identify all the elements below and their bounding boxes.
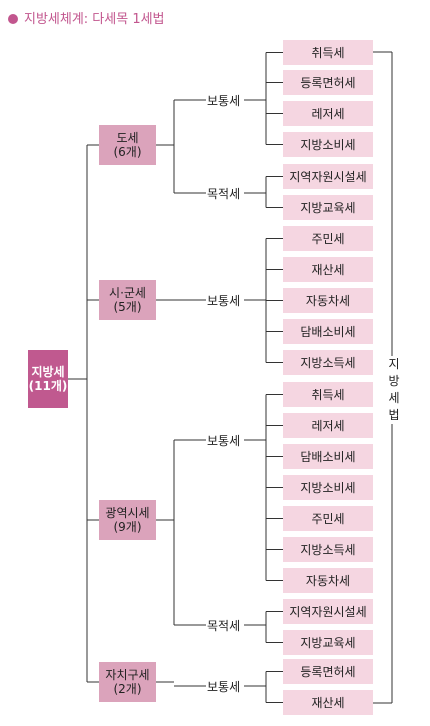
sub-label: 보통세: [206, 292, 242, 309]
sub-label: 보통세: [206, 678, 242, 695]
tax-item-box: 취득세: [283, 382, 373, 407]
group-name: 광역시세: [105, 506, 150, 520]
law-label-char: 법: [388, 408, 400, 422]
tax-item-box: 등록면허세: [283, 659, 373, 684]
group-box: 시·군세(5개): [99, 280, 156, 320]
sub-label: 목적세: [206, 185, 242, 202]
law-label-char: 세: [388, 391, 400, 405]
bullet-dot-icon: [8, 14, 18, 24]
sub-label: 보통세: [206, 432, 242, 449]
tax-item-box: 등록면허세: [283, 70, 373, 95]
group-count: (6개): [113, 145, 142, 159]
group-name: 도세: [116, 131, 139, 145]
law-label-char: 지: [388, 357, 400, 371]
tax-item-box: 레저세: [283, 413, 373, 438]
tax-item-box: 지방교육세: [283, 630, 373, 655]
tax-item-box: 주민세: [283, 506, 373, 531]
tax-item-box: 레저세: [283, 101, 373, 126]
tax-item-box: 재산세: [283, 690, 373, 715]
group-count: (9개): [113, 520, 142, 534]
diagram-title-text: 지방세체계: 다세목 1세법: [24, 12, 165, 27]
sub-label: 보통세: [206, 92, 242, 109]
sub-label: 목적세: [206, 617, 242, 634]
tax-item-box: 지방소비세: [283, 132, 373, 157]
group-name: 자치구세: [105, 668, 150, 682]
tax-item-box: 지역자원시설세: [283, 164, 373, 189]
tax-item-box: 지방교육세: [283, 195, 373, 220]
root-box: 지방세 (11개): [28, 350, 68, 408]
tax-item-box: 자동차세: [283, 568, 373, 593]
tax-item-box: 지역자원시설세: [283, 599, 373, 624]
tax-item-box: 취득세: [283, 40, 373, 65]
diagram-title: 지방세체계: 다세목 1세법: [8, 8, 165, 27]
law-label-char: 방: [388, 374, 400, 388]
tax-item-box: 담배소비세: [283, 319, 373, 344]
group-box: 도세(6개): [99, 125, 156, 165]
tax-item-box: 재산세: [283, 257, 373, 282]
tax-item-box: 주민세: [283, 226, 373, 251]
tax-item-box: 자동차세: [283, 288, 373, 313]
group-box: 자치구세(2개): [99, 662, 156, 702]
tax-item-box: 지방소득세: [283, 537, 373, 562]
root-count: (11개): [28, 379, 68, 393]
root-name: 지방세: [31, 365, 65, 379]
tax-item-box: 담배소비세: [283, 444, 373, 469]
tax-item-box: 지방소비세: [283, 475, 373, 500]
group-name: 시·군세: [109, 286, 146, 300]
group-box: 광역시세(9개): [99, 500, 156, 540]
group-count: (5개): [113, 300, 142, 314]
group-count: (2개): [113, 682, 142, 696]
tax-item-box: 지방소득세: [283, 350, 373, 375]
